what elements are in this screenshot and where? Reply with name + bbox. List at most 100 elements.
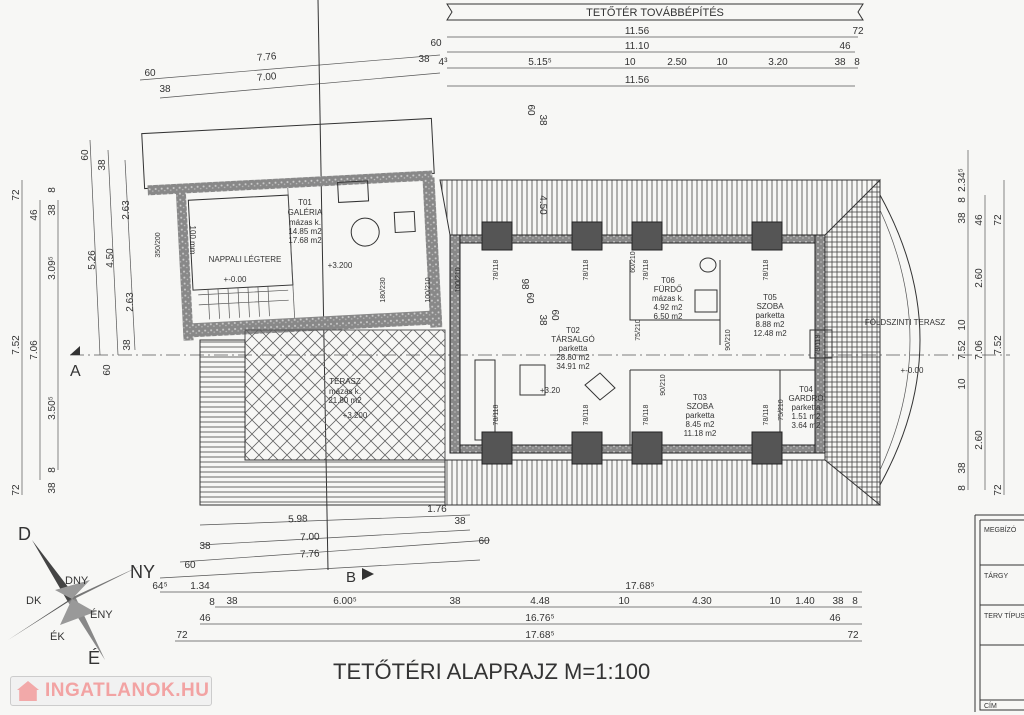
room-area-gross: 17.68 m2 xyxy=(288,236,322,245)
svg-text:FÖLDSZINTI TERASZ: FÖLDSZINTI TERASZ xyxy=(865,318,945,327)
dimension-label: 17.68⁵ xyxy=(625,581,654,592)
dimension-label: 46 xyxy=(839,41,851,52)
dimension-label: 10 xyxy=(618,596,630,607)
svg-text:TÁRSALGÓ: TÁRSALGÓ xyxy=(551,335,595,344)
dimension-label: 46 xyxy=(29,209,40,221)
dimension-label: 8 xyxy=(854,57,860,68)
dimension-label: 60 xyxy=(144,68,156,79)
svg-text:8.88 m2: 8.88 m2 xyxy=(756,320,785,329)
dimension-label: 64⁵ xyxy=(152,581,167,592)
svg-text:34.91 m2: 34.91 m2 xyxy=(556,362,590,371)
opening-size-label: 78/118 xyxy=(643,404,650,425)
dimension-label: 7.52 xyxy=(993,335,1004,355)
svg-text:SZOBA: SZOBA xyxy=(686,402,714,411)
svg-text:SZOBA: SZOBA xyxy=(756,302,784,311)
table-icon xyxy=(350,217,380,247)
dimension-label: 4.30 xyxy=(692,596,712,607)
dimension-label: 1.76 xyxy=(427,504,447,515)
ground-terrace-label: FÖLDSZINTI TERASZ +-0.00 xyxy=(865,318,945,375)
stair-icon xyxy=(198,286,289,320)
svg-text:parketta: parketta xyxy=(756,311,785,320)
room-level: +-0.00 xyxy=(224,275,247,284)
svg-text:11.18 m2: 11.18 m2 xyxy=(684,429,717,438)
room-terasz: TERASZ mázas k. 21.80 m2 +3.200 xyxy=(328,377,368,420)
dimension-label: 38 xyxy=(159,84,171,95)
dimension-label: 38 xyxy=(832,596,844,607)
svg-text:parketta: parketta xyxy=(559,344,588,353)
dimension-label: 10 xyxy=(624,57,636,68)
svg-text:12.48 m2: 12.48 m2 xyxy=(753,329,787,338)
compass-e: É xyxy=(88,648,100,668)
svg-text:mázas k.: mázas k. xyxy=(652,294,684,303)
dimension-label: 4.50 xyxy=(105,248,116,268)
opening-size-label: 78/118 xyxy=(815,334,822,355)
dimension-label: 60 xyxy=(478,536,490,547)
title-block-address: CÍM xyxy=(984,701,997,710)
room-t06: T06 FÜRDŐ mázas k. 4.92 m2 6.50 m2 xyxy=(652,276,684,321)
banner-text: TETŐTÉR TOVÁBBÉPÍTÉS xyxy=(586,5,724,19)
rail-label: 100 mm xyxy=(188,226,197,255)
dimension-label: 72 xyxy=(993,484,1004,496)
dimension-label: 38 xyxy=(957,462,968,474)
dimension-label: 46 xyxy=(829,613,841,624)
room-floor: mázas k. xyxy=(289,218,321,227)
dimension-label: 7.00 xyxy=(300,532,320,544)
dimension-label: 2.60 xyxy=(974,430,985,450)
dimension-label: 10 xyxy=(957,319,968,331)
opening-size-label: 78/118 xyxy=(583,259,590,280)
dimension-label: 38 xyxy=(454,516,466,527)
svg-text:8.45 m2: 8.45 m2 xyxy=(686,420,715,429)
opening-size-label: 100/210 xyxy=(455,267,462,292)
opening-size-label: 78/118 xyxy=(763,259,770,280)
dimension-label: 60 xyxy=(524,292,535,304)
dimension-label: 60 xyxy=(184,560,196,571)
dimension-label: 7.06 xyxy=(29,340,40,360)
dimension-label: 7.52 xyxy=(957,340,968,360)
dimension-label: 2.50 xyxy=(667,57,687,68)
compass-dny: DNY xyxy=(65,575,89,587)
dimension-label: 2.60 xyxy=(974,268,985,288)
dimension-label: 3.09⁵ xyxy=(47,256,58,280)
dimension-label: 1.40 xyxy=(795,596,815,607)
opening-size-label: 100/210 xyxy=(425,277,432,302)
dimension-label: 38 xyxy=(834,57,846,68)
compass-dk: DK xyxy=(26,595,42,607)
svg-text:T04: T04 xyxy=(799,385,813,394)
dimension-label: 38 xyxy=(47,482,58,494)
dimension-label: 60 xyxy=(549,309,560,321)
svg-text:T05: T05 xyxy=(763,293,777,302)
dimension-label: 72 xyxy=(11,484,22,496)
compass-d: D xyxy=(18,524,31,544)
dimension-label: 8 xyxy=(47,187,58,193)
svg-text:1.51 m2: 1.51 m2 xyxy=(792,412,821,421)
svg-text:28.80 m2: 28.80 m2 xyxy=(556,353,590,362)
room-nappali: NAPPALI LÉGTERE +-0.00 100 mm xyxy=(188,226,281,284)
dimension-label: 16.76⁵ xyxy=(525,613,554,624)
room-t05: T05 SZOBA parketta 8.88 m2 12.48 m2 xyxy=(753,293,787,338)
opening-size-label: 78/118 xyxy=(763,404,770,425)
dimension-label: 4.50 xyxy=(537,195,548,215)
compass-rose: D NY É DK DNY ÉNY ÉK xyxy=(8,524,155,668)
dimension-label: 2.34⁵ xyxy=(957,168,968,192)
opening-size-label: 78/118 xyxy=(583,404,590,425)
svg-text:parketta: parketta xyxy=(686,411,715,420)
dimension-label: 4.48 xyxy=(530,596,550,607)
dimension-label: 72 xyxy=(847,630,859,641)
room-name: TERASZ xyxy=(329,377,361,386)
armchair-icon xyxy=(393,210,416,234)
dimension-lines-bottom xyxy=(159,514,862,642)
dimension-label: 72 xyxy=(852,26,864,37)
dimension-label: 8 xyxy=(957,197,968,203)
compass-ny: NY xyxy=(130,562,155,582)
dimension-label: 72 xyxy=(176,630,188,641)
dimension-label: 11.56 xyxy=(625,75,650,86)
opening-size-label: 60/210 xyxy=(630,251,637,273)
svg-text:+-0.00: +-0.00 xyxy=(901,366,924,375)
dimension-label: 38 xyxy=(97,159,108,171)
dimension-label: 60 xyxy=(525,104,536,116)
banner: TETŐTÉR TOVÁBBÉPÍTÉS xyxy=(446,3,864,21)
svg-text:+3.20: +3.20 xyxy=(540,386,561,395)
section-label-b: B xyxy=(346,569,356,586)
svg-text:GARDRÓ: GARDRÓ xyxy=(788,394,823,403)
room-t04: T04 GARDRÓ parketta 1.51 m2 3.64 m2 xyxy=(788,385,823,430)
